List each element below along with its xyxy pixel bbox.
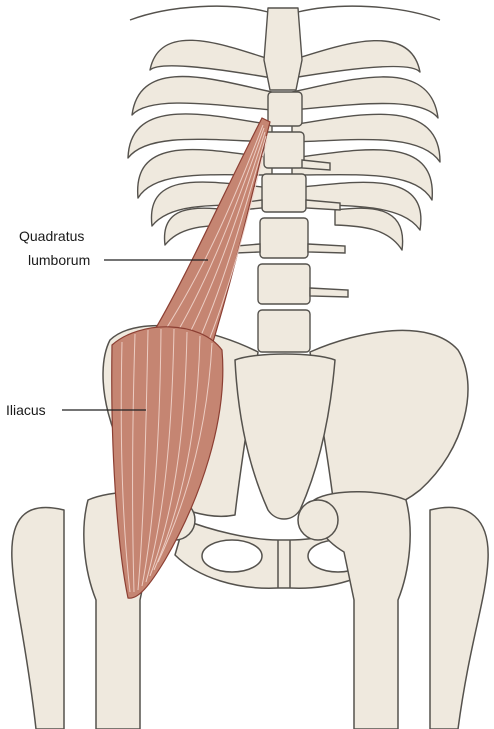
iliacus-label: Iliacus: [6, 402, 46, 418]
rib-cage: [128, 6, 440, 250]
femurs: [12, 492, 488, 729]
quadratus-lumborum-label-line2: lumborum: [28, 252, 90, 268]
quadratus-lumborum-label-line1: Quadratus: [19, 228, 84, 244]
